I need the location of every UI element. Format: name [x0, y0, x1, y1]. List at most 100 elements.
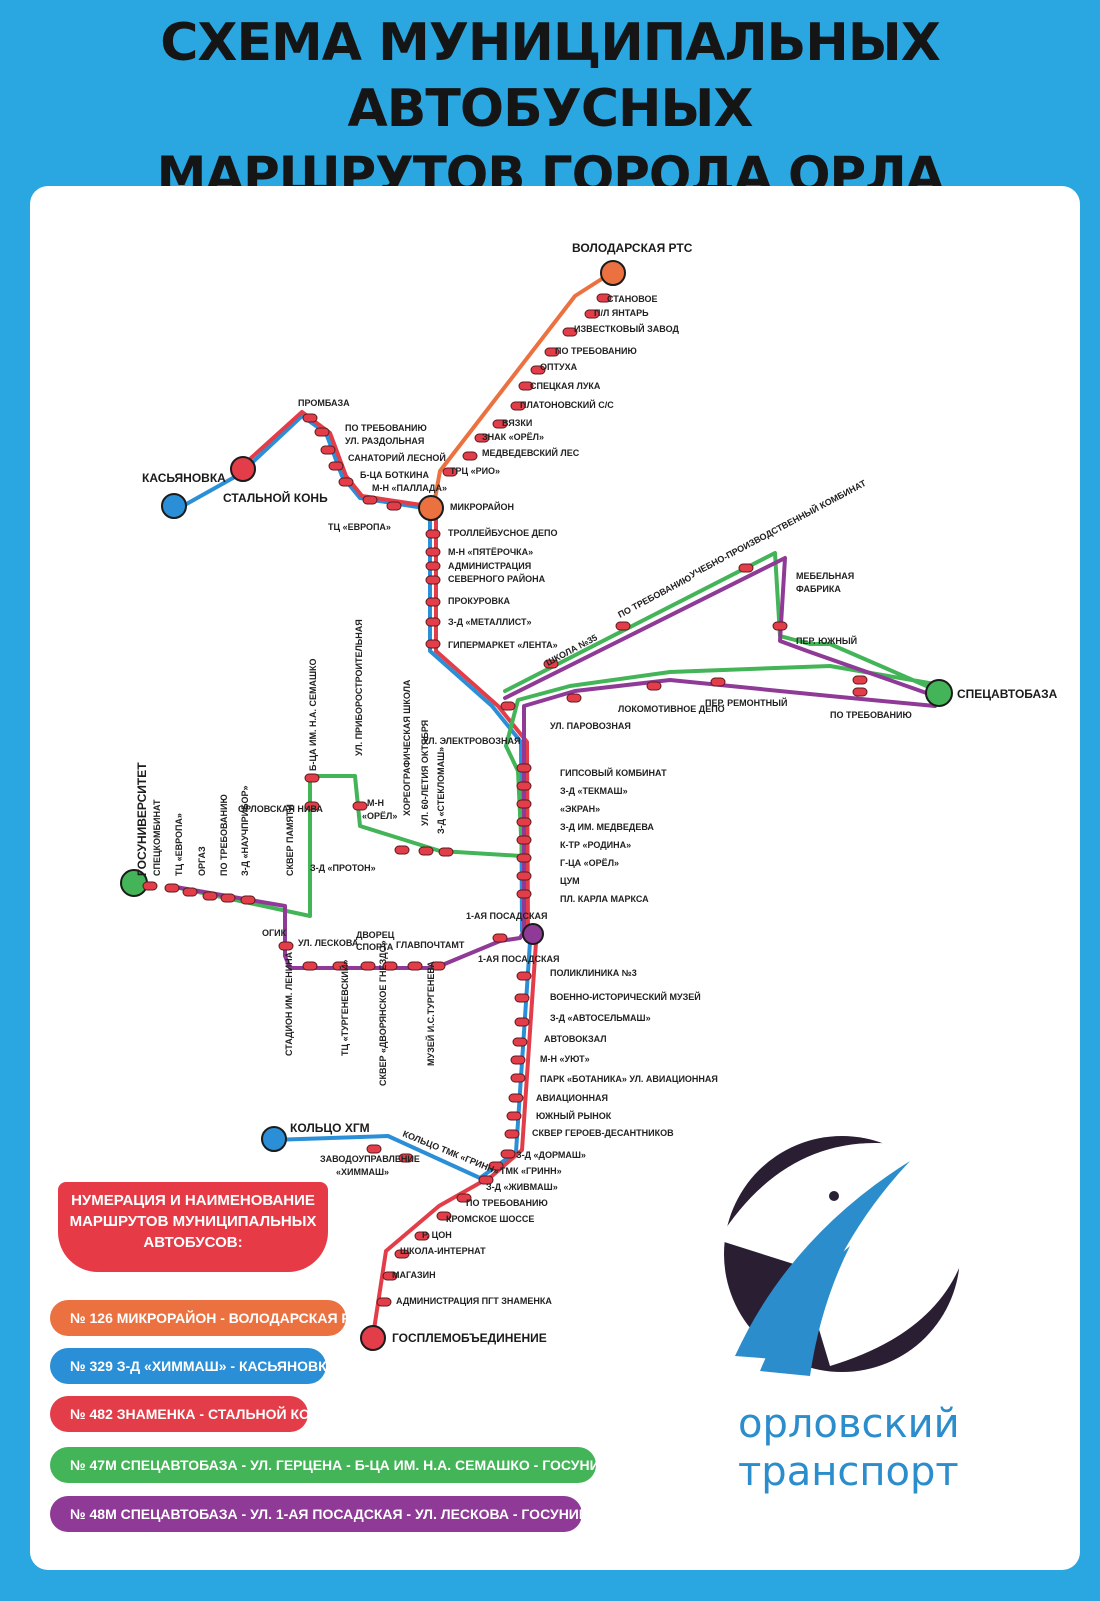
stop-label: ДВОРЕЦ [356, 930, 395, 940]
label-volodarskaya: ВОЛОДАРСКАЯ РТС [572, 241, 693, 255]
stop-label: МЕДВЕДЕВСКИЙ ЛЕС [482, 447, 580, 458]
stop-marker [500, 1149, 516, 1159]
stop-marker [772, 621, 788, 631]
stop-marker [516, 763, 532, 773]
logo-line-2: транспорт [738, 1449, 959, 1495]
stop-marker [142, 881, 158, 891]
stop-labels-47m-west: Б-ЦА ИМ. Н.А. СЕМАШКО УЛ. ПРИБОРОСТРОИТЕ… [238, 619, 446, 873]
stop-marker [425, 575, 441, 585]
stop-marker [304, 801, 320, 811]
stop-label: УЧЕБНО-ПРОИЗВОДСТВЕННЫЙ КОМБИНАТ [688, 477, 868, 580]
stop-labels-univ: СПЕЦКОМБИНАТ ТЦ «ЕВРОПА» ОРГАЗ ПО ТРЕБОВ… [152, 785, 295, 876]
stop-label: 1-АЯ ПОСАДСКАЯ [466, 911, 547, 921]
stop-label: УЛ. 60-ЛЕТИЯ ОКТЯБРЯ [420, 720, 430, 826]
stop-label: ГЛАВПОЧТАМТ [396, 940, 465, 950]
stop-marker [442, 467, 458, 477]
stop-marker [425, 547, 441, 557]
stop-marker [202, 891, 218, 901]
logo-text: орловский транспорт [738, 1400, 978, 1496]
route-47m-line [168, 551, 940, 918]
stop-labels-trunk-north: ТРОЛЛЕЙБУСНОЕ ДЕПО М-Н «ПЯТЁРОЧКА» АДМИН… [448, 527, 558, 650]
stop-marker [474, 433, 490, 443]
stop-marker [425, 617, 441, 627]
stop-marker [506, 1111, 522, 1121]
stop-marker [516, 853, 532, 863]
stop-label: КОЛЬЦО ТМК «ГРИНН» [401, 1129, 500, 1177]
stop-marker [738, 563, 754, 573]
stop-marker [425, 529, 441, 539]
stop-label: ПРОКУРОВКА [448, 596, 511, 606]
stop-label: «ОРЁЛ» [362, 811, 397, 821]
stop-label: СПЕЦКОМБИНАТ [152, 799, 162, 876]
stop-label: З-Д «АВТОСЕЛЬМАШ» [550, 1013, 651, 1023]
stop-marker [646, 681, 662, 691]
stop-label: СЕВЕРНОГО РАЙОНА [448, 573, 546, 584]
label-stalnoy-kon: СТАЛЬНОЙ КОНЬ [223, 490, 328, 505]
stop-label: 1-АЯ ПОСАДСКАЯ [478, 954, 559, 964]
stop-marker [710, 677, 726, 687]
stop-marker [852, 687, 868, 697]
terminal-kasyanovka [161, 493, 187, 519]
stop-marker [516, 781, 532, 791]
terminal-spetsavtobaza [925, 679, 953, 707]
legend-route-329: № 329 З-Д «ХИММАШ» - КАСЬЯНОВКА [50, 1348, 337, 1384]
stop-marker [436, 1211, 452, 1221]
stop-labels-trunk-center: УЛ. ЭЛЕКТРОВОЗНАЯ ГИПСОВЫЙ КОМБИНАТ З-Д … [423, 736, 667, 904]
stop-label: ФАБРИКА [796, 584, 841, 594]
stop-label: ОПТУХА [540, 362, 578, 372]
stop-label: АДМИНИСТРАЦИЯ ПГТ ЗНАМЕНКА [396, 1296, 552, 1306]
stop-marker [240, 895, 256, 905]
legend-header-line-2: МАРШРУТОВ МУНИЦИПАЛЬНЫХ [69, 1213, 317, 1230]
stop-label: ПЛАТОНОВСКИЙ С/С [520, 399, 614, 410]
stop-label: ТЦ «ЕВРОПА» [328, 522, 391, 532]
stop-label: З-Д «НАУЧПРИБОР» [240, 785, 250, 876]
label-gosuniversitet: ГОСУНИВЕРСИТЕТ [135, 762, 149, 876]
stop-marker [514, 1017, 530, 1027]
stop-label: «ЭКРАН» [560, 804, 600, 814]
stop-label: КРОМСКОЕ ШОССЕ [446, 1214, 534, 1224]
stop-label: СКВЕР ПАМЯТИ [285, 804, 295, 876]
stop-marker [504, 1129, 520, 1139]
stop-marker [500, 701, 516, 711]
stop-marker [518, 381, 534, 391]
stop-marker [516, 871, 532, 881]
stop-label: П/Л ЯНТАРЬ [594, 308, 649, 318]
stop-marker [492, 933, 508, 943]
stop-label: Б-ЦА БОТКИНА [360, 470, 429, 480]
stop-marker [516, 835, 532, 845]
terminal-volodarskaya [600, 260, 626, 286]
stop-label: ХОРЕОГРАФИЧЕСКАЯ ШКОЛА [402, 679, 412, 816]
stop-marker [394, 1249, 410, 1259]
poster-title: СХЕМА МУНИЦИПАЛЬНЫХ АВТОБУСНЫХ МАРШРУТОВ… [0, 10, 1100, 208]
stop-label: ГИПСОВЫЙ КОМБИНАТ [560, 767, 667, 778]
stop-label: М-Н [367, 798, 384, 808]
route-329-line [172, 414, 532, 1180]
stop-label: МАГАЗИН [392, 1270, 436, 1280]
legend-route-47m: № 47М СПЕЦАВТОБАЗА - УЛ. ГЕРЦЕНА - Б-ЦА … [50, 1447, 675, 1483]
stop-label: АДМИНИСТРАЦИЯ [448, 561, 531, 571]
terminal-posadskaya [522, 923, 544, 945]
stop-marker [407, 961, 423, 971]
stop-label: МЕБЕЛЬНАЯ [796, 571, 854, 581]
stop-marker [366, 1144, 382, 1154]
stop-label: ОГИК [262, 928, 287, 938]
route-126-line [432, 271, 613, 506]
legend-header-line-3: АВТОБУСОВ: [143, 1234, 243, 1251]
stop-marker [338, 477, 354, 487]
legend-header: НУМЕРАЦИЯ И НАИМЕНОВАНИЕ МАРШРУТОВ МУНИЦ… [58, 1182, 328, 1272]
station-labels: ВОЛОДАРСКАЯ РТС КАСЬЯНОВКА СТАЛЬНОЙ КОНЬ… [135, 241, 1058, 1345]
stop-marker [164, 883, 180, 893]
stop-markers [142, 293, 868, 1307]
stop-marker [438, 847, 454, 857]
legend-route-126: № 126 МИКРОРАЙОН - ВОЛОДАРСКАЯ РТС [50, 1300, 369, 1336]
route-lines [168, 271, 940, 1338]
stop-marker [584, 309, 600, 319]
stop-marker [382, 1271, 398, 1281]
stop-marker [304, 773, 320, 783]
stop-label: М-Н «ПЯТЁРОЧКА» [448, 547, 533, 557]
label-kasyanovka: КАСЬЯНОВКА [142, 471, 226, 485]
stop-marker [510, 1073, 526, 1083]
stop-marker [182, 887, 198, 897]
stop-label: ПО ТРЕБОВАНИЮ [345, 423, 427, 433]
stop-marker [398, 1153, 414, 1163]
